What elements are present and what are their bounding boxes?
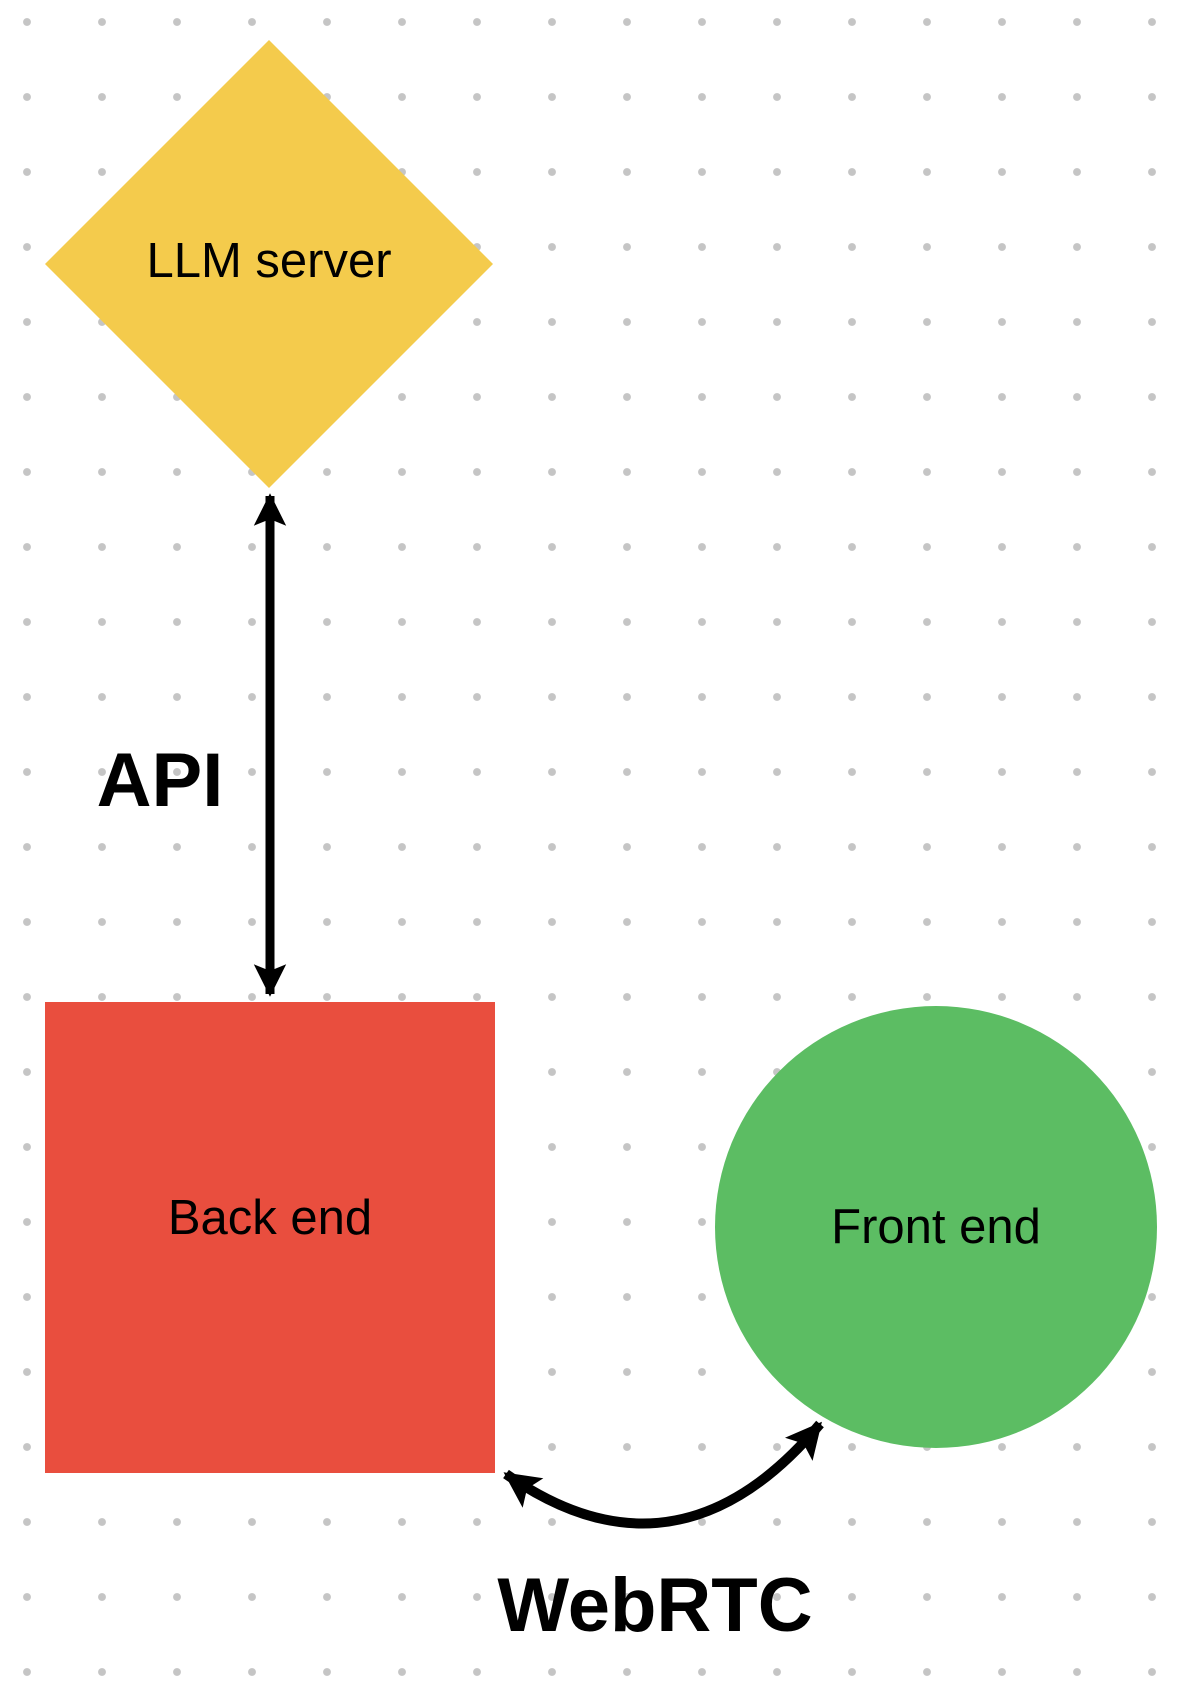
llm-server-label: LLM server <box>146 234 392 289</box>
front-end-label: Front end <box>831 1200 1041 1255</box>
front-end-circle-shape[interactable] <box>715 1006 1157 1448</box>
webrtc-connector-arrow[interactable] <box>503 1420 824 1529</box>
api-edge-label[interactable]: API <box>96 738 224 824</box>
back-end-square-shape[interactable] <box>45 1002 495 1473</box>
webrtc-edge-label[interactable]: WebRTC <box>497 1563 813 1649</box>
back-end-label: Back end <box>167 1191 373 1246</box>
llm-server-diamond-shape[interactable] <box>45 40 493 488</box>
